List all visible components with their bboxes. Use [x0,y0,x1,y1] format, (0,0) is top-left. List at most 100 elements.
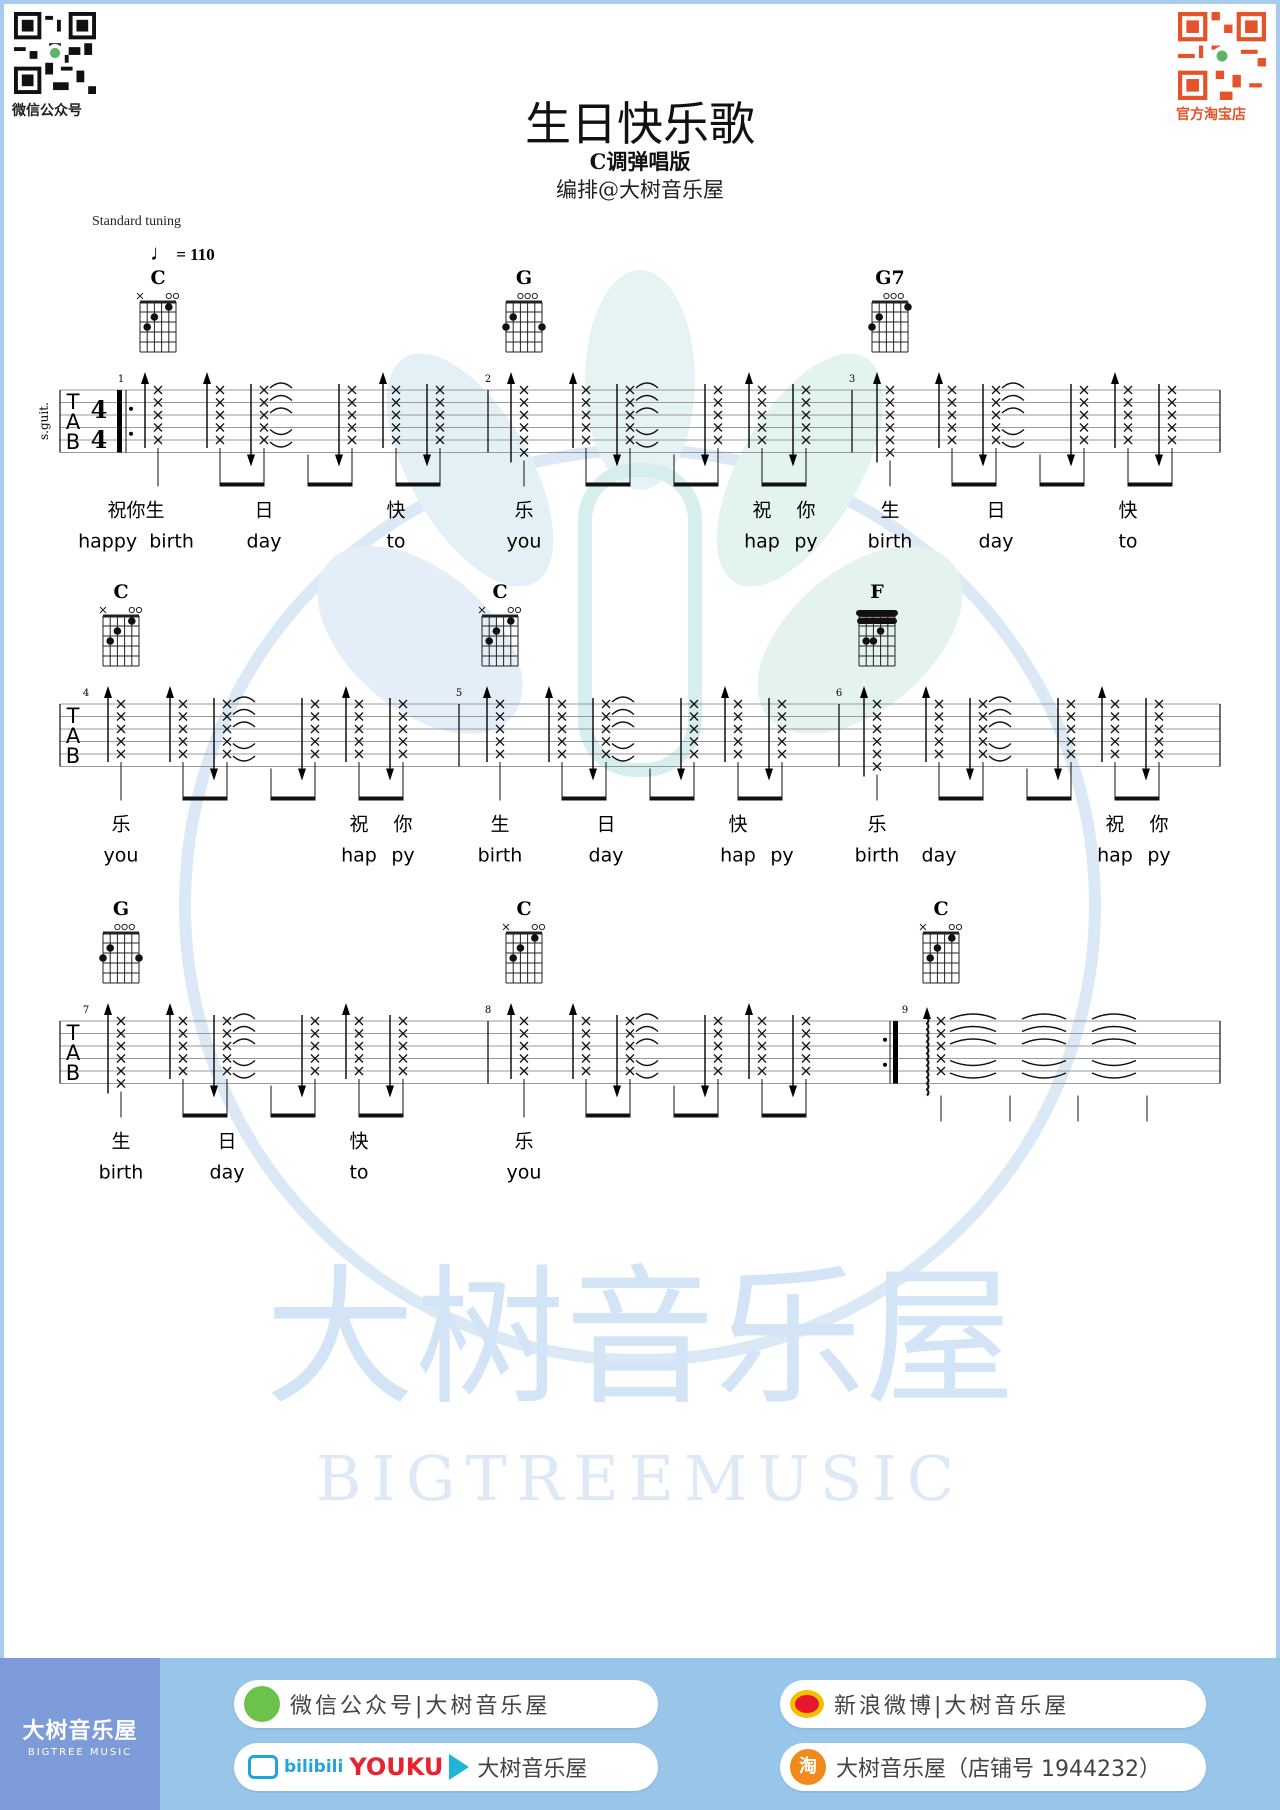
youku-logo[interactable]: YOUKU [349,1753,444,1781]
lyric-chinese: 祝你生 [107,500,164,522]
open-string-marker [517,292,524,300]
x-notehead [398,1041,408,1051]
x-notehead [885,398,895,407]
downstroke-arrowhead [298,1085,306,1098]
x-notehead [310,724,320,734]
lyric-english: hap [720,845,756,867]
x-notehead [777,699,787,709]
lyric-english: day [922,845,957,867]
x-notehead [689,737,699,746]
x-notehead [872,762,882,771]
x-notehead [116,1079,126,1088]
footer-brand-name: 大树音乐屋 [22,1719,138,1744]
x-notehead [398,749,408,759]
taobao-link[interactable]: 淘 大树音乐屋（店铺号 1944232） [780,1743,1206,1791]
x-notehead [178,712,188,721]
lyric-english: to [349,1162,368,1184]
x-notehead [872,724,882,734]
lyric-english: birth [855,845,900,867]
tie [988,721,1012,728]
x-notehead [947,385,957,395]
x-notehead [625,385,635,395]
x-notehead [519,435,529,445]
tie [949,1059,997,1067]
x-notehead [391,435,401,445]
x-notehead [885,423,895,432]
open-string-marker [121,923,128,931]
finger-dot [933,944,942,952]
x-notehead [1110,699,1120,709]
finger-dot [128,617,136,625]
x-notehead [1154,712,1164,721]
upstroke-arrowhead [873,372,881,384]
lyric-english: day [589,845,624,867]
x-notehead [713,385,723,395]
tuning-label: Standard tuning [92,214,182,229]
taobao-qr-code [1178,12,1266,100]
wechat-link[interactable]: 微信公众号|大树音乐屋 [234,1680,658,1728]
x-notehead [222,1029,232,1038]
footer-brand: 大树音乐屋 BIGTREE MUSIC [0,1658,160,1810]
upstroke-arrowhead [342,686,350,698]
upstroke-arrowhead [721,686,729,698]
x-notehead [347,435,357,445]
video-links[interactable]: bilibili YOUKU 大树音乐屋 [234,1743,658,1791]
x-notehead [310,749,320,759]
finger-dot [948,934,956,942]
page-frame [0,0,1280,1659]
x-notehead [1079,410,1089,420]
measure-number: 9 [902,1005,908,1016]
x-notehead [116,1016,126,1026]
x-notehead [259,385,269,395]
finger-dot [135,954,143,962]
x-notehead [777,749,787,759]
x-notehead [713,410,723,420]
x-notehead [116,724,126,734]
x-notehead [1066,712,1076,721]
x-notehead [713,398,723,407]
x-notehead [581,1016,591,1026]
x-notehead [777,712,787,721]
x-notehead [1110,712,1120,721]
x-notehead [178,1016,188,1026]
measure-number: 7 [83,1005,89,1016]
tie [1091,1038,1137,1045]
x-notehead [178,699,188,709]
x-notehead [885,435,895,445]
lyric-chinese: 祝 [1105,814,1124,836]
x-notehead [310,1016,320,1026]
x-notehead [519,1054,529,1063]
weibo-link[interactable]: 新浪微博|大树音乐屋 [780,1680,1206,1728]
x-notehead [885,448,895,457]
x-notehead [398,737,408,746]
bilibili-logo[interactable]: bilibili [284,1757,344,1777]
x-notehead [354,749,364,759]
measure-number: 2 [485,374,491,385]
x-notehead [310,1054,320,1063]
x-notehead [934,737,944,746]
tie [232,1025,256,1033]
x-notehead [757,423,767,432]
open-string-marker [128,606,135,614]
finger-dot [876,627,885,635]
tab-clef-letter: A [66,1041,81,1065]
x-notehead [519,1016,529,1026]
tie [988,696,1012,703]
x-notehead [116,737,126,746]
lyric-chinese: 快 [386,500,405,522]
upstroke-arrowhead [1111,372,1119,384]
x-notehead [495,712,505,721]
x-notehead [1066,749,1076,759]
x-notehead [601,749,611,759]
muted-string-marker [502,923,510,931]
bilibili-tv-icon [248,1755,278,1779]
x-notehead [801,423,811,432]
x-notehead [581,423,591,432]
finger-dot [507,617,515,625]
downstroke-arrowhead [765,768,773,781]
x-notehead [885,410,895,420]
tie [269,428,293,436]
x-notehead [625,435,635,445]
x-notehead [153,398,163,407]
footer-brand-sub: BIGTREE MUSIC [27,1747,133,1758]
